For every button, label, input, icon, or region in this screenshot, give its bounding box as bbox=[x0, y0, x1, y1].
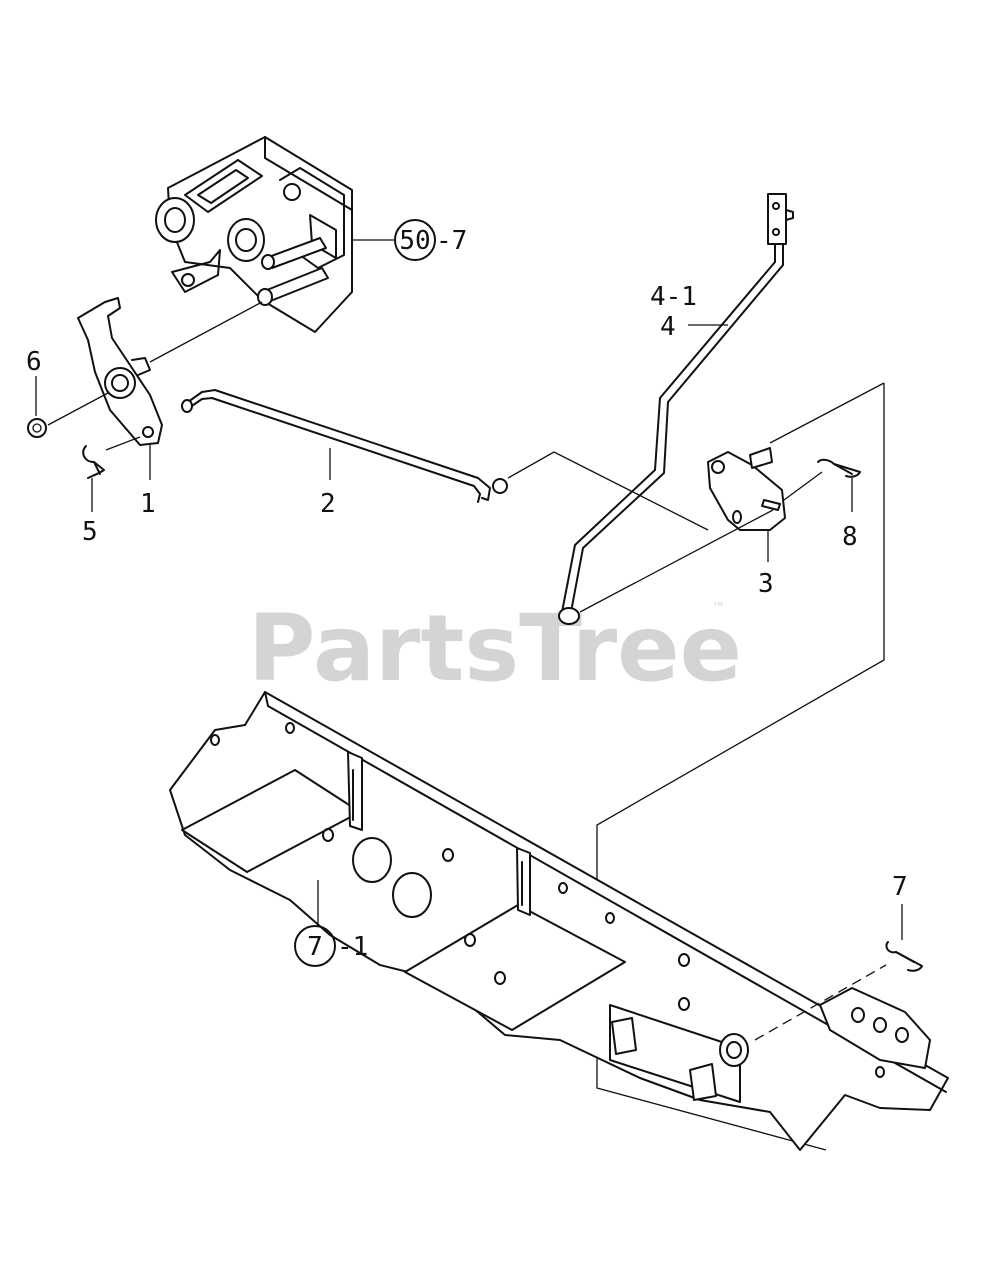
e-ring-icon bbox=[27, 418, 47, 438]
callout-6: 6 bbox=[26, 347, 42, 377]
callout-5: 5 bbox=[82, 517, 98, 547]
leader-clip-5 bbox=[105, 436, 141, 451]
reference-box-leader bbox=[769, 382, 885, 444]
watermark-text: PartsTree bbox=[248, 595, 742, 702]
lift-lever-icon bbox=[77, 297, 163, 446]
frame-channel-icon bbox=[169, 691, 949, 1151]
lift-handle-icon bbox=[558, 193, 794, 625]
callout-circle-7 bbox=[294, 925, 336, 967]
callout-7-1-suffix: -1 bbox=[337, 932, 368, 962]
leader-rod-bracket bbox=[507, 451, 709, 531]
reference-box-outline bbox=[596, 383, 885, 1151]
hairpin-clip-icon bbox=[817, 458, 861, 478]
callout-50-suffix: -7 bbox=[436, 226, 467, 256]
lift-rod-icon bbox=[181, 389, 508, 503]
leader-clip-8 bbox=[783, 471, 823, 501]
leader-housing-lever bbox=[149, 301, 263, 363]
watermark-trademark: ™ bbox=[712, 601, 725, 616]
callout-circle-50 bbox=[394, 219, 436, 261]
callout-8: 8 bbox=[842, 522, 858, 552]
callout-50: 50 bbox=[399, 226, 430, 256]
callout-2: 2 bbox=[320, 489, 336, 519]
callout-4: 4 bbox=[660, 312, 676, 342]
hairpin-clip-icon bbox=[885, 941, 923, 972]
leader-clip-7-dashed bbox=[754, 964, 887, 1041]
callout-4-1: 4-1 bbox=[650, 282, 697, 312]
pivot-bracket-icon bbox=[707, 447, 786, 531]
callout-3: 3 bbox=[758, 569, 774, 599]
callout-1: 1 bbox=[140, 489, 156, 519]
callout-7-1: 7 bbox=[307, 932, 323, 962]
leader-handle-bracket bbox=[579, 509, 774, 613]
callout-7: 7 bbox=[892, 872, 908, 902]
leader-ring bbox=[47, 392, 109, 426]
hairpin-clip-icon bbox=[82, 445, 105, 479]
pedal-housing-icon bbox=[155, 136, 353, 333]
